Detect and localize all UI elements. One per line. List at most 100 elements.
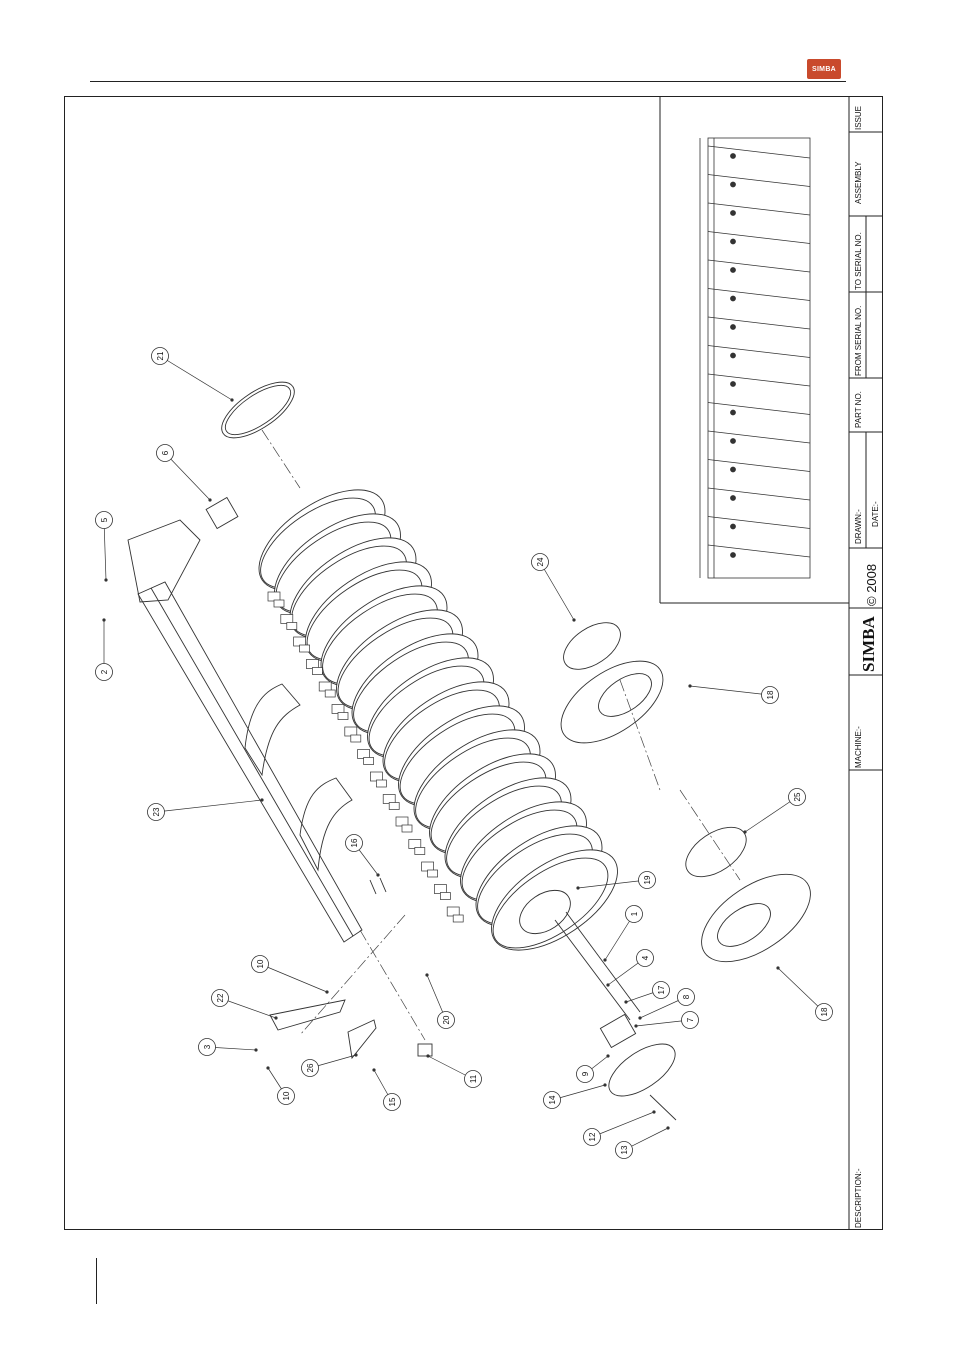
callout-arrowhead bbox=[208, 498, 211, 501]
inset-tine bbox=[731, 239, 736, 244]
callout-number: 5 bbox=[100, 517, 109, 522]
description-label: DESCRIPTION:- bbox=[854, 1168, 863, 1228]
callout-number: 21 bbox=[156, 351, 165, 360]
callout-17: 17 bbox=[624, 982, 669, 1004]
callout-number: 17 bbox=[657, 985, 666, 994]
callout-leader bbox=[160, 356, 232, 400]
assembly-inset-view bbox=[700, 138, 810, 578]
callout-arrowhead bbox=[425, 973, 428, 976]
callout-7: 7 bbox=[634, 1012, 698, 1029]
callout-6: 6 bbox=[157, 445, 212, 502]
callout-number: 3 bbox=[203, 1044, 212, 1049]
inset-disc-rows bbox=[708, 146, 810, 558]
inset-tine bbox=[731, 353, 736, 358]
callout-leader bbox=[690, 686, 770, 695]
callout-16: 16 bbox=[346, 835, 380, 877]
callout-arrowhead bbox=[354, 1053, 357, 1056]
callout-number: 8 bbox=[682, 994, 691, 999]
callout-22: 22 bbox=[212, 990, 278, 1020]
inset-tine bbox=[731, 382, 736, 387]
callout-number: 12 bbox=[588, 1132, 597, 1141]
callout-1: 1 bbox=[603, 906, 642, 962]
inset-tine bbox=[731, 439, 736, 444]
inset-tine bbox=[731, 182, 736, 187]
callout-number: 19 bbox=[643, 875, 652, 884]
scraper-tine-foot bbox=[453, 915, 463, 922]
from-serial-label: FROM SERIAL NO. bbox=[854, 306, 863, 376]
callout-number: 23 bbox=[152, 807, 161, 816]
callout-number: 2 bbox=[100, 669, 109, 674]
callout-arrowhead bbox=[634, 1024, 637, 1027]
callout-number: 10 bbox=[282, 1091, 291, 1100]
callout-leader bbox=[260, 964, 327, 992]
callout-arrowhead bbox=[603, 958, 606, 961]
callout-20: 20 bbox=[425, 973, 454, 1028]
callout-number: 7 bbox=[686, 1017, 695, 1022]
inset-disc-edge bbox=[708, 517, 810, 529]
callout-10: 10 bbox=[252, 956, 329, 994]
callout-arrowhead bbox=[376, 873, 379, 876]
callout-number: 25 bbox=[793, 792, 802, 801]
scraper-tine-foot bbox=[402, 825, 412, 832]
inset-disc-edge bbox=[708, 146, 810, 158]
callout-number: 14 bbox=[548, 1095, 557, 1104]
callout-arrowhead bbox=[606, 983, 609, 986]
callout-5: 5 bbox=[96, 512, 113, 582]
callout-arrowhead bbox=[274, 1016, 277, 1019]
to-serial-label: TO SERIAL NO. bbox=[854, 232, 863, 290]
callout-arrowhead bbox=[254, 1048, 257, 1051]
copyright-text: © 2008 bbox=[864, 564, 879, 606]
callout-18: 18 bbox=[776, 966, 832, 1020]
scraper-tine-foot bbox=[389, 803, 399, 810]
callout-21: 21 bbox=[152, 348, 234, 402]
roller-discs bbox=[242, 470, 634, 970]
callout-number: 13 bbox=[620, 1145, 629, 1154]
machine-label: MACHINE:- bbox=[854, 726, 863, 768]
callout-12: 12 bbox=[584, 1110, 656, 1145]
title-block bbox=[660, 96, 883, 1230]
callout-2: 2 bbox=[96, 618, 113, 680]
callout-10: 10 bbox=[266, 1066, 294, 1104]
inset-disc-edge bbox=[708, 545, 810, 557]
callout-9: 9 bbox=[577, 1054, 610, 1082]
callout-arrowhead bbox=[230, 398, 233, 401]
callout-leader bbox=[104, 520, 106, 580]
callout-leader bbox=[592, 1112, 654, 1137]
callout-14: 14 bbox=[544, 1083, 607, 1108]
inset-tine bbox=[731, 524, 736, 529]
callout-number: 18 bbox=[766, 690, 775, 699]
inset-tine bbox=[731, 496, 736, 501]
callout-arrowhead bbox=[325, 990, 328, 993]
inset-tine bbox=[731, 154, 736, 159]
callout-arrowhead bbox=[572, 618, 575, 621]
inset-disc-edge bbox=[708, 317, 810, 329]
callout-15: 15 bbox=[372, 1068, 400, 1110]
callout-arrowhead bbox=[266, 1066, 269, 1069]
callout-4: 4 bbox=[606, 950, 653, 987]
inset-disc-edge bbox=[708, 203, 810, 215]
inset-tine bbox=[731, 553, 736, 558]
callout-number: 16 bbox=[350, 838, 359, 847]
callout-arrowhead bbox=[776, 966, 779, 969]
callout-number: 1 bbox=[630, 911, 639, 916]
inset-disc-edge bbox=[708, 488, 810, 500]
callout-arrowhead bbox=[652, 1110, 655, 1113]
callout-18: 18 bbox=[688, 684, 778, 703]
inset-tine bbox=[731, 410, 736, 415]
callout-arrowhead bbox=[743, 830, 746, 833]
callout-arrowhead bbox=[104, 578, 107, 581]
callout-number: 26 bbox=[306, 1063, 315, 1072]
inset-tine bbox=[731, 467, 736, 472]
inset-disc-edge bbox=[708, 260, 810, 272]
callout-number: 22 bbox=[216, 993, 225, 1002]
inset-disc-edge bbox=[708, 175, 810, 187]
callout-leader bbox=[165, 453, 210, 500]
callout-number: 18 bbox=[820, 1007, 829, 1016]
callout-arrowhead bbox=[603, 1083, 606, 1086]
inset-tine bbox=[731, 211, 736, 216]
callout-26: 26 bbox=[302, 1053, 358, 1076]
callout-arrowhead bbox=[624, 1000, 627, 1003]
callout-number: 24 bbox=[536, 557, 545, 566]
callout-leader bbox=[745, 797, 797, 832]
